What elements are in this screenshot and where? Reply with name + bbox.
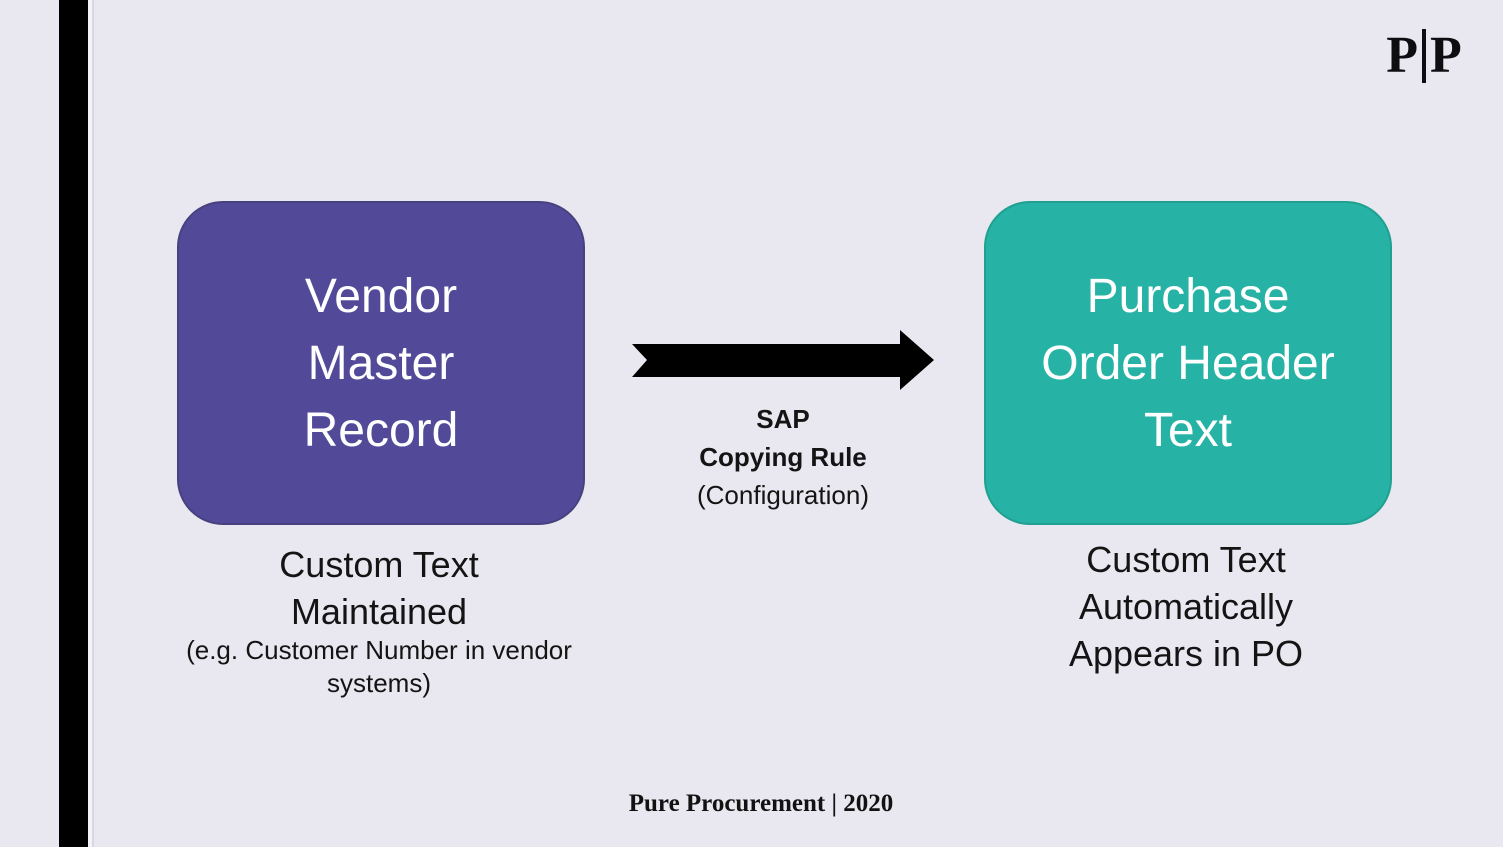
target-box-caption: Custom Text Automatically Appears in PO [986, 536, 1386, 677]
brand-logo-right-letter: P [1430, 27, 1462, 84]
slide-edge-line [92, 0, 94, 847]
target-box-line-3: Text [1143, 403, 1233, 457]
brand-logo-left-letter: P [1386, 27, 1418, 84]
target-caption-line-3: Appears in PO [1068, 633, 1304, 674]
target-caption-line-1: Custom Text [1086, 539, 1286, 580]
source-box-line-2: Master [307, 336, 455, 390]
source-box-caption: Custom Text Maintained [129, 541, 629, 635]
vendor-master-record-box: Vendor Master Record [177, 201, 585, 525]
source-caption-line-2: Maintained [290, 591, 468, 632]
purchase-order-header-text-box: Purchase Order Header Text [984, 201, 1392, 525]
target-box-line-2: Order Header [1041, 336, 1335, 390]
left-accent-bar [59, 0, 88, 847]
target-caption-line-2: Automatically [1078, 586, 1294, 627]
source-caption-line-1: Custom Text [279, 544, 479, 585]
source-box-line-3: Record [303, 403, 459, 457]
arrow-caption-line-2: Copying Rule [699, 442, 867, 472]
arrow-caption-line-3: (Configuration) [697, 480, 869, 510]
target-box-line-1: Purchase [1086, 269, 1290, 323]
left-accent-gap [88, 0, 92, 847]
arrow-caption: SAP Copying Rule (Configuration) [633, 400, 933, 514]
arrow-caption-line-1: SAP [756, 404, 810, 434]
brand-logo-divider-bar [1422, 29, 1426, 83]
source-box-line-1: Vendor [304, 269, 458, 323]
footer-credit: Pure Procurement | 2020 [628, 790, 894, 817]
brand-logo: P P [1376, 24, 1472, 88]
source-box-caption-note: (e.g. Customer Number in vendor systems) [186, 635, 572, 698]
right-arrow-icon [632, 330, 934, 390]
